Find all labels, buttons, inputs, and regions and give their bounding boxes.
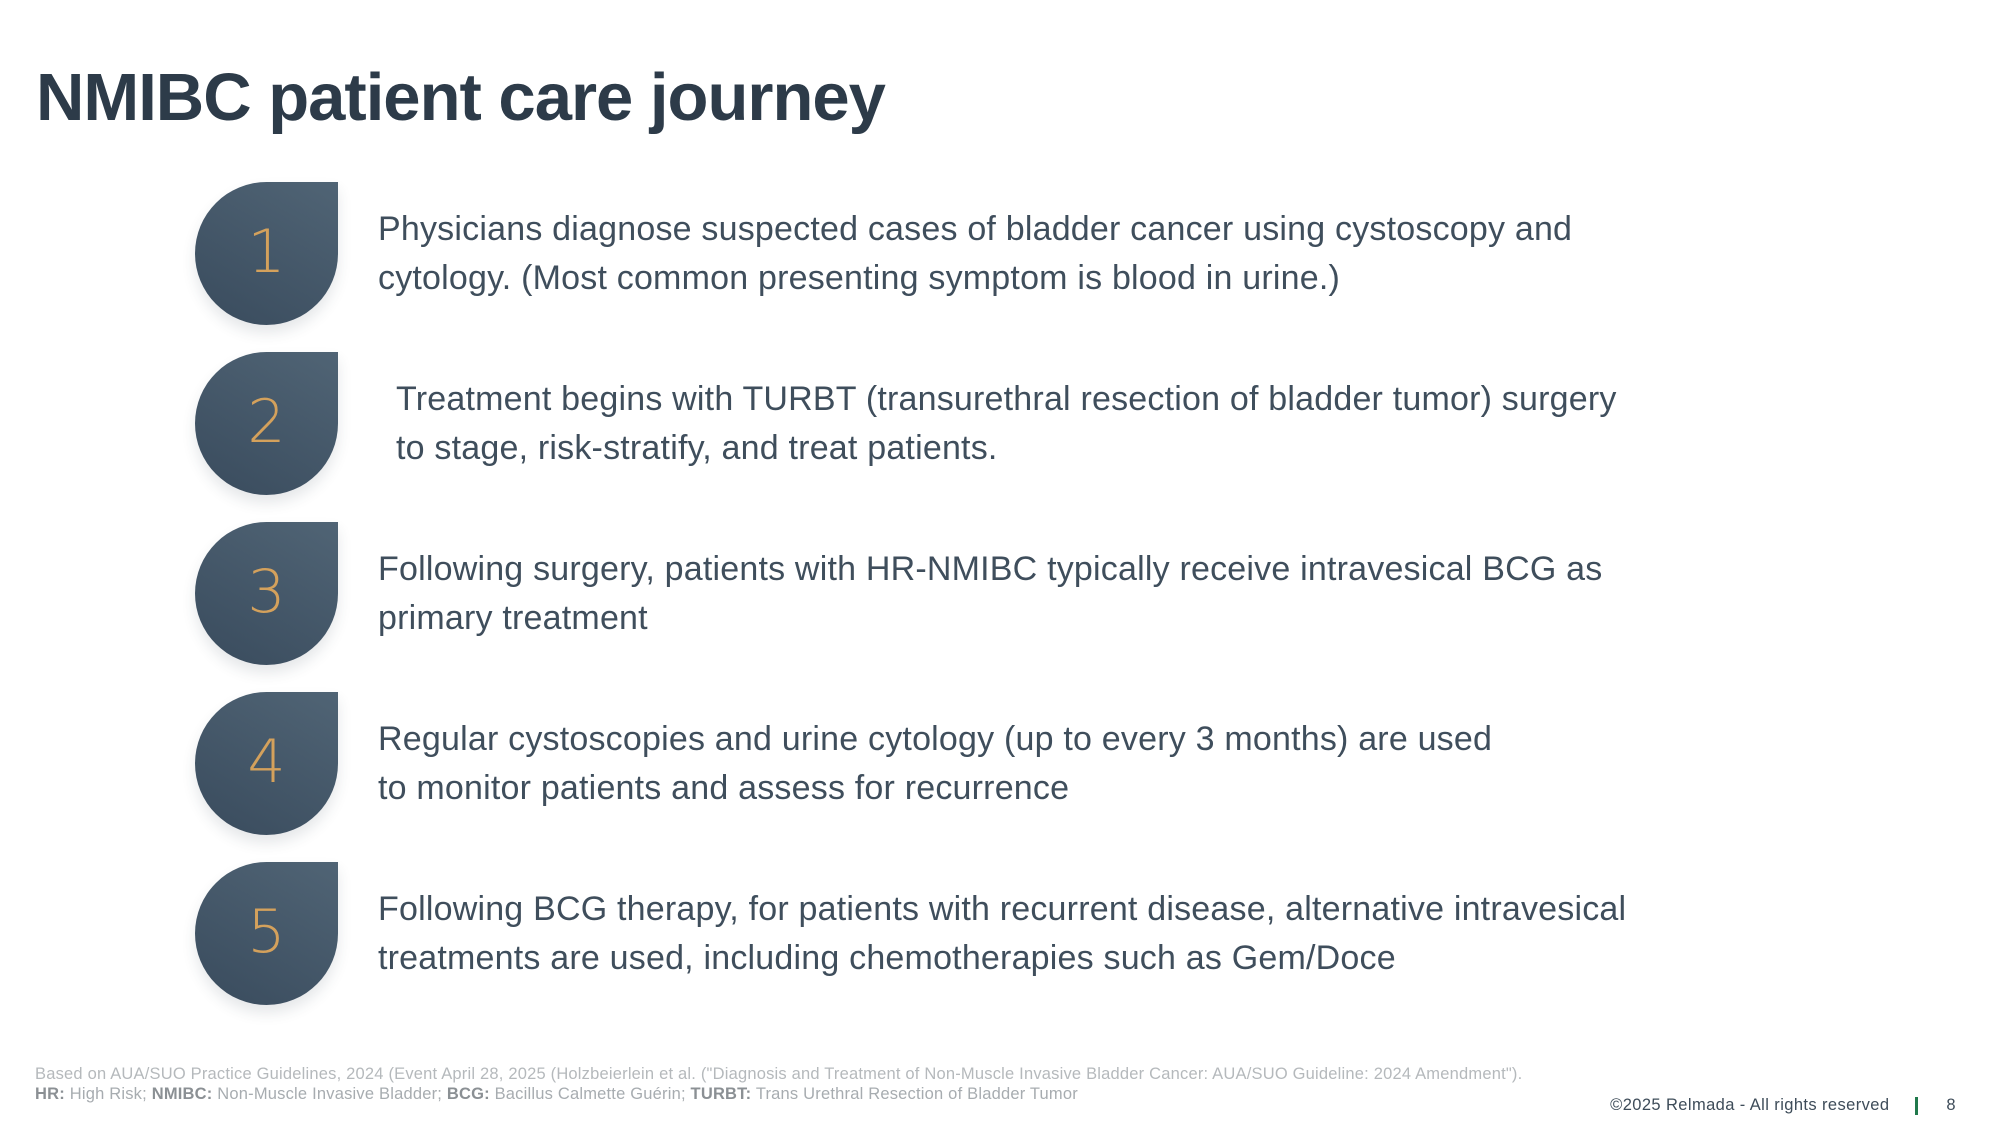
step-row-4: 4 Regular cystoscopies and urine cytolog…	[195, 692, 1492, 835]
step-2-number: 2	[247, 386, 286, 457]
step-3-text: Following surgery, patients with HR-NMIB…	[378, 545, 1602, 643]
abbrev-bcg-label: BCG:	[446, 1085, 490, 1103]
step-5-number: 5	[247, 896, 286, 967]
abbrev-nmibc-text: Non-Muscle Invasive Bladder;	[212, 1085, 447, 1103]
abbrev-nmibc-label: NMIBC:	[151, 1085, 213, 1103]
footnote-abbreviations-line: HR: High Risk; NMIBC: Non-Muscle Invasiv…	[35, 1084, 1522, 1104]
step-4-number: 4	[247, 726, 286, 797]
step-3-number: 3	[247, 556, 286, 627]
step-4-text: Regular cystoscopies and urine cytology …	[378, 715, 1492, 813]
copyright-text: ©2025 Relmada - All rights reserved	[1610, 1096, 1890, 1114]
footnotes: Based on AUA/SUO Practice Guidelines, 20…	[35, 1064, 1522, 1104]
step-5-text: Following BCG therapy, for patients with…	[378, 885, 1626, 983]
abbrev-turbt-label: TURBT:	[690, 1085, 752, 1103]
step-row-2: 2 Treatment begins with TURBT (transuret…	[195, 352, 1617, 495]
step-3-text-line-1: Following surgery, patients with HR-NMIB…	[378, 549, 1603, 588]
step-3-badge: 3	[195, 522, 338, 665]
abbrev-bcg-text: Bacillus Calmette Guérin;	[489, 1085, 691, 1103]
step-2-badge: 2	[195, 352, 338, 495]
page-number: 8	[1946, 1096, 1956, 1114]
step-2-text-line-2: to stage, risk-stratify, and treat patie…	[396, 428, 998, 467]
footnote-source-line: Based on AUA/SUO Practice Guidelines, 20…	[35, 1065, 1523, 1083]
step-1-text: Physicians diagnose suspected cases of b…	[378, 205, 1572, 303]
abbrev-hr-label: HR:	[35, 1085, 65, 1103]
abbrev-turbt-text: Trans Urethral Resection of Bladder Tumo…	[751, 1085, 1078, 1103]
copyright-block: ©2025 Relmada - All rights reserved 8	[1610, 1096, 1956, 1115]
step-1-text-line-1: Physicians diagnose suspected cases of b…	[378, 209, 1573, 248]
step-row-5: 5 Following BCG therapy, for patients wi…	[195, 862, 1626, 1005]
step-row-1: 1 Physicians diagnose suspected cases of…	[195, 182, 1572, 325]
step-3-text-line-2: primary treatment	[378, 598, 648, 637]
step-5-badge: 5	[195, 862, 338, 1005]
step-1-text-line-2: cytology. (Most common presenting sympto…	[378, 258, 1341, 297]
step-4-text-line-2: to monitor patients and assess for recur…	[378, 768, 1070, 807]
step-2-text-line-1: Treatment begins with TURBT (transurethr…	[396, 379, 1617, 418]
step-2-text: Treatment begins with TURBT (transurethr…	[396, 375, 1617, 473]
step-row-3: 3 Following surgery, patients with HR-NM…	[195, 522, 1602, 665]
step-1-badge: 1	[195, 182, 338, 325]
abbrev-hr-text: High Risk;	[64, 1085, 152, 1103]
step-5-text-line-2: treatments are used, including chemother…	[378, 938, 1396, 977]
step-1-number: 1	[247, 216, 286, 287]
step-4-badge: 4	[195, 692, 338, 835]
page-title: NMIBC patient care journey	[36, 59, 886, 135]
step-4-text-line-1: Regular cystoscopies and urine cytology …	[378, 719, 1493, 758]
step-5-text-line-1: Following BCG therapy, for patients with…	[378, 889, 1627, 928]
separator-bar	[1915, 1096, 1919, 1115]
